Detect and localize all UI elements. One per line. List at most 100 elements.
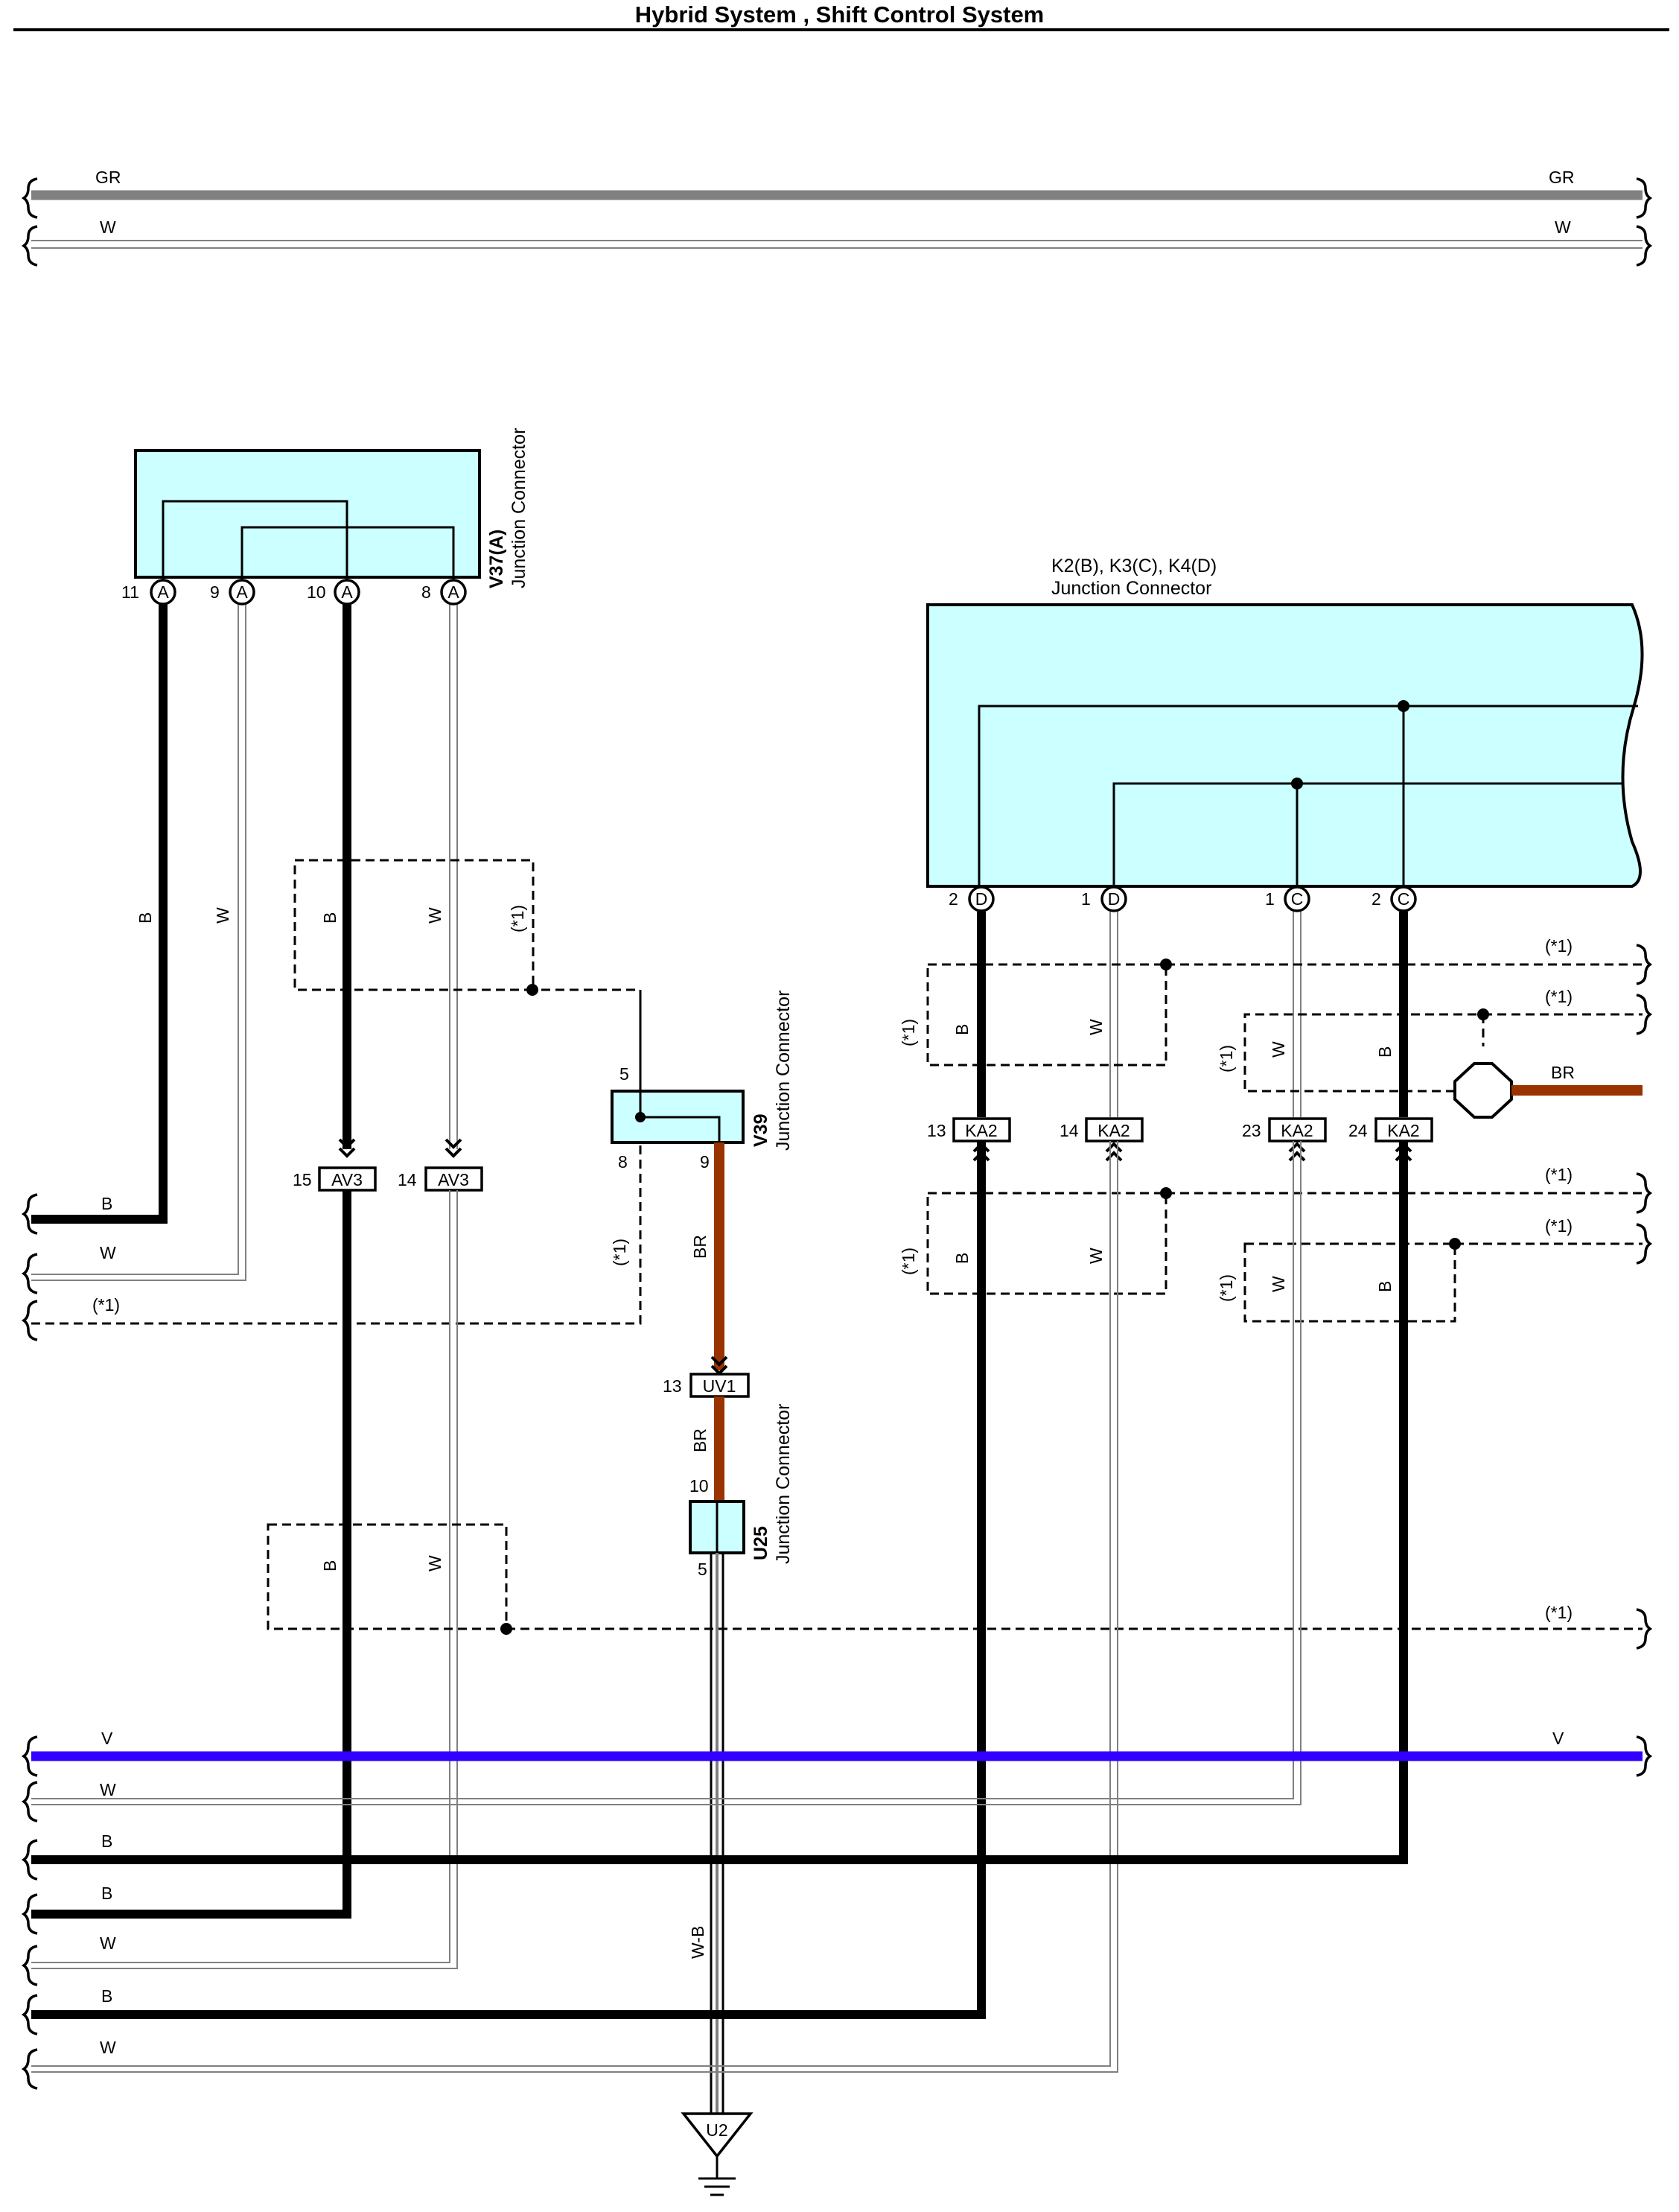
pin-number: 11 — [121, 582, 139, 602]
svg-text:C: C — [1291, 889, 1304, 909]
svg-text:(*1): (*1) — [1545, 1216, 1573, 1236]
svg-text:(*1): (*1) — [1545, 987, 1573, 1006]
svg-text:24: 24 — [1348, 1121, 1368, 1140]
connector-pin-icon: D — [1100, 886, 1127, 912]
wire-b-pin11 — [31, 605, 168, 1224]
connector-id: V37(A) — [486, 530, 507, 588]
splice-dot-icon — [1160, 959, 1172, 970]
svg-text:V39: V39 — [751, 1114, 771, 1147]
svg-text:A: A — [447, 582, 459, 602]
octagon-connector-icon — [1453, 1062, 1513, 1119]
connector-pin-icon: C — [1390, 886, 1417, 912]
pin-number: 8 — [421, 582, 431, 602]
svg-text:B: B — [1375, 1281, 1395, 1292]
svg-text:W: W — [425, 1555, 445, 1571]
svg-text:KA2: KA2 — [1097, 1121, 1130, 1140]
svg-text:1: 1 — [1081, 889, 1091, 909]
splice-dot-icon — [1398, 700, 1409, 712]
svg-text:14: 14 — [398, 1170, 417, 1189]
svg-text:V: V — [1552, 1729, 1564, 1748]
svg-text:1: 1 — [1265, 889, 1275, 909]
wire-break-brace-icon — [1635, 225, 1651, 267]
svg-text:D: D — [975, 889, 988, 909]
svg-text:15: 15 — [293, 1170, 312, 1189]
connector-pin-icon: A — [229, 579, 255, 606]
svg-text:A: A — [341, 582, 353, 602]
svg-text:Junction Connector: Junction Connector — [1051, 578, 1211, 599]
svg-text:W-B: W-B — [688, 1926, 707, 1959]
svg-text:W: W — [100, 2038, 116, 2057]
svg-text:14: 14 — [1060, 1121, 1079, 1140]
splice-dot-icon — [526, 984, 538, 996]
wire-label-gr: GR — [1549, 168, 1575, 187]
inline-connector-label: AV3 — [438, 1170, 469, 1189]
splice-dot-icon — [635, 1112, 646, 1122]
wire-w-pin9-b — [31, 605, 246, 1281]
shield-dashed — [31, 988, 642, 1325]
wire-break-brace-icon — [22, 225, 39, 267]
svg-text:KA2: KA2 — [1387, 1121, 1419, 1140]
svg-text:(*1): (*1) — [899, 1019, 918, 1046]
svg-text:K2(B), K3(C), K4(D): K2(B), K3(C), K4(D) — [1051, 556, 1217, 576]
wire-label-gr: GR — [95, 168, 121, 187]
svg-text:Junction Connector: Junction Connector — [773, 991, 794, 1151]
svg-text:KA2: KA2 — [1281, 1121, 1313, 1140]
svg-text:KA2: KA2 — [965, 1121, 997, 1140]
shield-lower: B W (*1) — [267, 1523, 1651, 1650]
svg-text:(*1): (*1) — [1545, 1603, 1573, 1622]
svg-text:B: B — [1375, 1046, 1395, 1058]
splice-dot-icon — [1449, 1238, 1461, 1250]
svg-text:9: 9 — [700, 1152, 710, 1172]
shield-box — [293, 859, 535, 991]
svg-text:B: B — [952, 1024, 972, 1035]
svg-text:U25: U25 — [751, 1526, 771, 1560]
svg-text:8: 8 — [618, 1152, 628, 1172]
bottom-bus: V V W B B W B W — [22, 1729, 1651, 2090]
top-bus: GR GR W W — [22, 168, 1651, 267]
connector-v37: A A A A 11 9 10 8 V37(A) Junction Connec… — [121, 428, 529, 606]
wire-label-w: W — [100, 217, 116, 237]
svg-text:W: W — [1269, 1276, 1288, 1292]
svg-text:UV1: UV1 — [703, 1376, 736, 1396]
ground-icon: U2 — [681, 2112, 754, 2196]
svg-text:W: W — [1269, 1041, 1288, 1058]
inline-connector-label: AV3 — [331, 1170, 363, 1189]
wire-label-w: W — [1555, 217, 1571, 237]
v37-wires: B W B W (*1) B W (*1) (*1) AV3 15 AV3 14 — [22, 605, 642, 1969]
connector-u25: 10 5 U25 Junction Connector W-B U2 — [681, 1404, 794, 2196]
svg-text:23: 23 — [1242, 1121, 1261, 1140]
svg-text:B: B — [952, 1253, 972, 1264]
svg-text:BR: BR — [690, 1428, 710, 1452]
pin-number: 9 — [210, 582, 220, 602]
svg-text:W: W — [425, 907, 445, 924]
splice-dot-icon — [500, 1623, 512, 1635]
svg-text:B: B — [101, 1194, 112, 1213]
svg-text:5: 5 — [698, 1560, 707, 1579]
svg-text:BR: BR — [690, 1235, 710, 1259]
svg-text:B: B — [320, 912, 340, 924]
page-title: Hybrid System , Shift Control System — [634, 1, 1045, 28]
svg-text:(*1): (*1) — [1545, 936, 1573, 956]
splice-dot-icon — [1160, 1187, 1172, 1199]
svg-text:2: 2 — [1371, 889, 1381, 909]
connector-name: Junction Connector — [509, 428, 529, 588]
svg-text:13: 13 — [927, 1121, 946, 1140]
svg-text:W: W — [213, 907, 232, 924]
svg-text:B: B — [320, 1560, 340, 1571]
connector-pin-icon: D — [968, 886, 995, 912]
svg-text:B: B — [101, 1986, 112, 2006]
svg-text:Junction Connector: Junction Connector — [773, 1404, 794, 1564]
svg-text:A: A — [236, 582, 248, 602]
pin-number: 10 — [307, 582, 326, 602]
svg-text:B: B — [101, 1884, 112, 1903]
svg-text:V: V — [101, 1729, 113, 1748]
connector-v39: 5 8 9 V39 Junction Connector Junction Co… — [611, 990, 794, 1501]
svg-text:BR: BR — [1551, 1063, 1575, 1082]
svg-text:B: B — [101, 1831, 112, 1851]
svg-text:U2: U2 — [706, 2120, 727, 2140]
svg-text:A: A — [157, 582, 169, 602]
svg-text:W: W — [100, 1243, 116, 1262]
wire-w-pin9-a — [31, 605, 239, 1275]
svg-text:2: 2 — [949, 889, 958, 909]
